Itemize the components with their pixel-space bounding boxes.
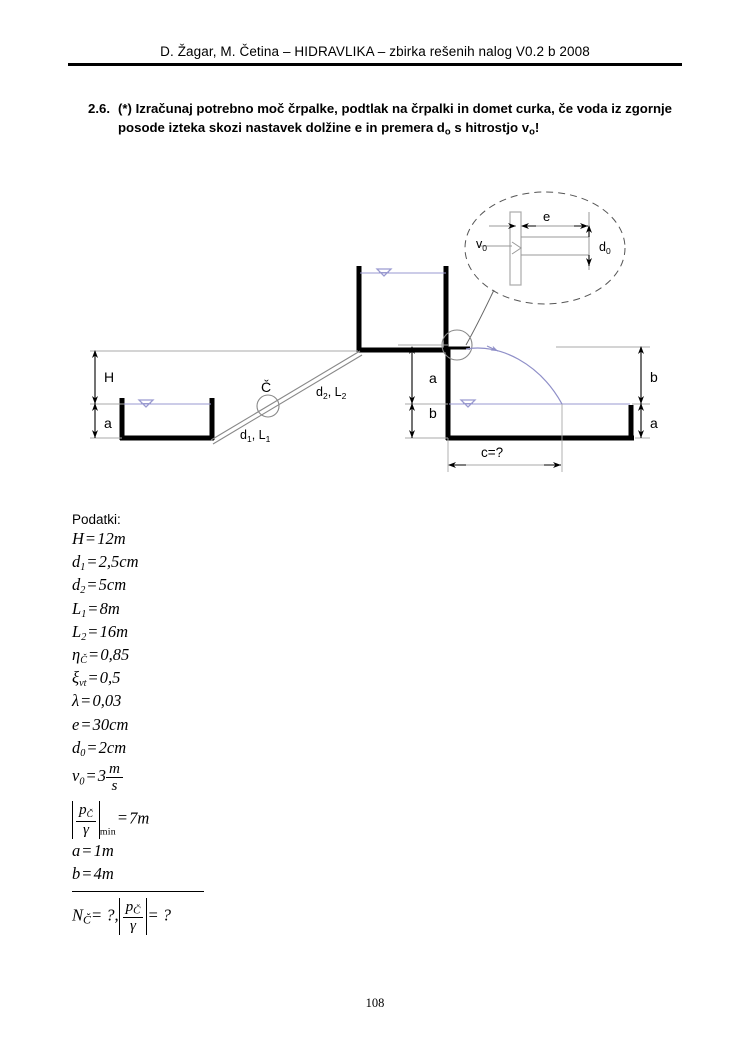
dimension-H: H	[92, 350, 114, 404]
problem-body: (*) Izračunaj potrebno moč črpalke, podt…	[118, 100, 673, 139]
label-a-left: a	[104, 415, 112, 431]
hydraulic-system-diagram: v0 e d0 Č d1	[0, 180, 750, 500]
label-H: H	[104, 369, 114, 385]
lower-left-reservoir	[119, 398, 215, 441]
jet-direction-arrow	[486, 345, 499, 352]
data-item-d0: d0=2cm	[72, 737, 127, 759]
dimension-a-left: a	[92, 403, 112, 438]
label-b-right: b	[650, 369, 658, 385]
data-item-H: H=12m	[72, 529, 126, 548]
lower-right-reservoir	[445, 348, 634, 441]
data-item-lambda: λ=0,03	[72, 691, 122, 711]
dimension-a-middle: a	[409, 346, 437, 404]
label-d0: d0	[599, 240, 611, 256]
data-item-L1: L1=8m	[72, 598, 120, 620]
page-number: 108	[365, 996, 385, 1010]
problem-statement: 2.6. (*) Izračunaj potrebno moč črpalke,…	[88, 100, 673, 139]
nozzle-outlet	[398, 329, 473, 361]
problem-line-3-sub: o	[529, 126, 535, 138]
data-item-e: e=30cm	[72, 714, 129, 734]
inclined-pipe	[210, 350, 363, 445]
problem-line-1: (*) Izračunaj potrebno moč črpalke, podt…	[118, 101, 574, 116]
problem-number: 2.6.	[88, 101, 110, 116]
dimension-b-middle: b	[409, 403, 437, 438]
data-item-eta: ηČ=0,85	[72, 644, 130, 666]
label-a-middle: a	[429, 370, 437, 386]
label-c: c=?	[481, 445, 503, 460]
data-item-xi: ξvt=0,5	[72, 668, 121, 690]
nozzle-detail-callout: v0 e d0	[464, 191, 626, 346]
pump-symbol: Č	[256, 379, 280, 418]
page-header: D. Žagar, M. Četina – HIDRAVLIKA – zbirk…	[68, 44, 682, 66]
problem-line-2-sub: o	[444, 126, 451, 138]
data-title: Podatki:	[72, 512, 121, 527]
data-item-a: a=1m	[72, 840, 114, 860]
problem-line-2: voda iz zgornje posode izteka skozi nast…	[118, 101, 673, 135]
label-pump: Č	[261, 379, 271, 395]
data-item-L2: L2=16m	[72, 621, 129, 643]
dimension-a-right: a	[638, 403, 658, 438]
label-e: e	[543, 209, 550, 224]
data-item-d2: d2=5cm	[72, 575, 127, 597]
jet-trajectory	[465, 347, 563, 405]
dimension-b-right: b	[638, 346, 658, 404]
dimension-c: c=?	[447, 404, 563, 472]
problem-line-3: hitrostjo v	[465, 119, 530, 135]
header-title: D. Žagar, M. Četina – HIDRAVLIKA – zbirk…	[160, 44, 590, 59]
data-section: Podatki: H=12m d1=2,5cm d2=5cm L1=8m L2=…	[72, 512, 392, 936]
label-a-right: a	[650, 415, 658, 431]
label-pipe-1: d1, L1	[240, 428, 271, 444]
label-v0: v0	[476, 237, 487, 253]
problem-line-3-tail: !	[534, 119, 540, 135]
data-item-b: b=4m	[72, 864, 114, 884]
data-item-d1: d1=2,5cm	[72, 552, 139, 574]
label-pipe-2: d2, L2	[316, 385, 347, 401]
label-b-middle: b	[429, 405, 437, 421]
header-divider	[68, 63, 682, 66]
upper-reservoir	[356, 266, 449, 353]
problem-line-2-tail: s	[450, 119, 462, 135]
